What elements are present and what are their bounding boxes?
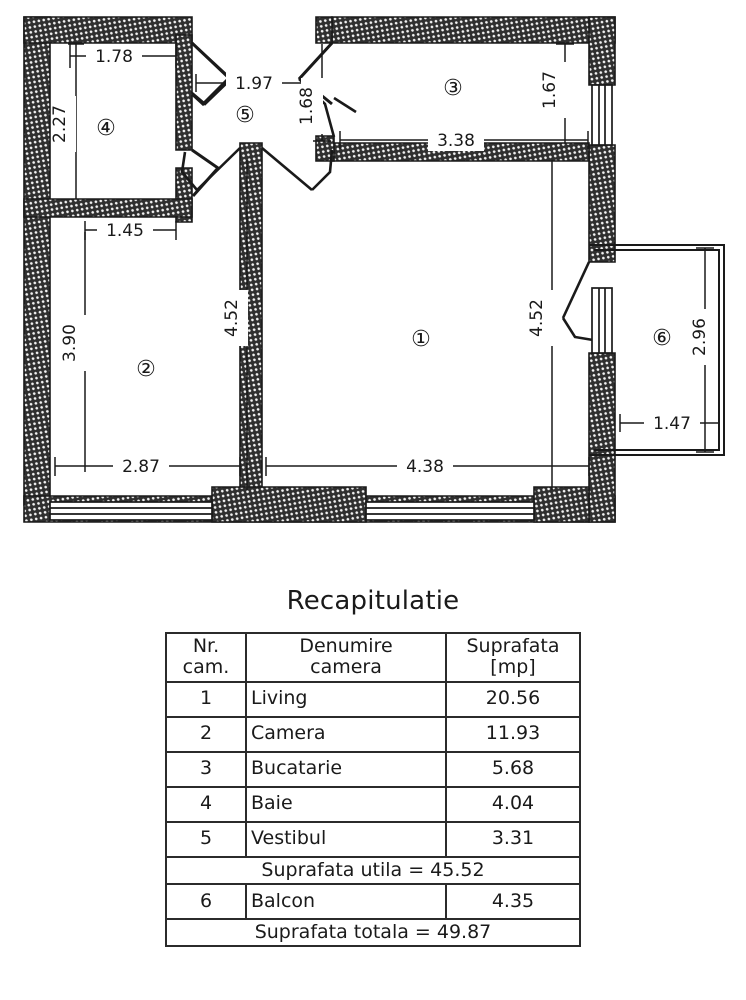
room-marker-6: ⑥ (652, 326, 672, 351)
recap-table: Nr. cam. Denumire camera Suprafata [mp] … (165, 632, 581, 948)
row-nr: 6 (165, 882, 247, 920)
wall-bathroom-right-upper (175, 34, 193, 151)
row-area: 3.31 (445, 820, 581, 858)
window-room2 (49, 501, 213, 521)
door-leaf-kitchen (298, 42, 333, 80)
row-name: Bucatarie (245, 750, 447, 788)
door-swing-living (311, 149, 334, 191)
room-marker-5: ⑤ (235, 103, 255, 128)
table-row: 5 Vestibul 3.31 (165, 820, 581, 858)
dim-1-78: 1.78 (95, 47, 133, 67)
recap-table-body: 1 Living 20.56 2 Camera 11.93 3 Bucatari… (165, 680, 581, 948)
window-kitchen (591, 84, 613, 146)
window-group (49, 84, 613, 521)
wall-bathroom-bottom (23, 198, 193, 218)
row-nr: 5 (165, 820, 247, 858)
table-row: 2 Camera 11.93 (165, 715, 581, 753)
balcony-outline (589, 244, 725, 456)
header-area-line1: Suprafata (466, 635, 560, 657)
recap-title: Recapitulatie (286, 586, 460, 616)
dim-1-45: 1.45 (106, 221, 144, 241)
door-detail-vestibule-right (333, 96, 357, 114)
wall-group (23, 16, 616, 523)
row-name: Camera (245, 715, 447, 753)
dim-4-52-right: 4.52 (527, 299, 547, 337)
floor-plan-drawing: 1.78 2.27 1.97 1.68 1.67 3.38 1.45 3.90 … (0, 0, 746, 545)
wall-exterior-left (23, 16, 51, 506)
row-nr: 3 (165, 750, 247, 788)
table-row: 1 Living 20.56 (165, 680, 581, 718)
dim-1-97: 1.97 (235, 74, 273, 94)
row-name: Vestibul (245, 820, 447, 858)
row-area: 11.93 (445, 715, 581, 753)
header-denumire: Denumire camera (245, 632, 447, 683)
total-area: Suprafata totala = 49.87 (165, 917, 581, 948)
row-nr: 2 (165, 715, 247, 753)
header-area-line2: [mp] (490, 656, 536, 679)
header-name-line2: camera (310, 656, 382, 679)
dimension-labels: 1.78 2.27 1.97 1.68 1.67 3.38 1.45 3.90 … (50, 45, 716, 477)
door-group (180, 42, 600, 343)
subtotal-row: Suprafata utila = 45.52 (165, 855, 581, 885)
header-name-line1: Denumire (299, 635, 393, 657)
header-nr-line1: Nr. (192, 635, 220, 657)
wall-bottom-pier (211, 486, 367, 523)
room-marker-1: ① (411, 327, 431, 352)
door-leaf-balcony (561, 261, 591, 319)
wall-exterior-top-right (331, 16, 616, 44)
row-area: 4.35 (445, 882, 581, 920)
table-row: 3 Bucatarie 5.68 (165, 750, 581, 788)
dim-2-87: 2.87 (122, 457, 160, 477)
row-area: 20.56 (445, 680, 581, 718)
room-number-markers: ① ② ③ ④ ⑤ ⑥ (96, 76, 672, 382)
table-row-balcony: 6 Balcon 4.35 (165, 882, 581, 920)
dim-1-67: 1.67 (540, 71, 560, 109)
row-nr: 1 (165, 680, 247, 718)
wall-exterior-right-lower (588, 352, 616, 523)
recapitulation-section: Recapitulatie Nr. cam. Denumire camera S… (0, 560, 746, 948)
table-header-row: Nr. cam. Denumire camera Suprafata [mp] (165, 632, 581, 683)
room-marker-3: ③ (443, 76, 463, 101)
window-balcony-door (591, 287, 613, 354)
header-nr-cam: Nr. cam. (165, 632, 247, 683)
dim-1-47: 1.47 (653, 414, 691, 434)
row-area: 4.04 (445, 785, 581, 823)
door-leaf-living (261, 147, 313, 191)
dim-2-96: 2.96 (690, 318, 710, 356)
dim-3-90: 3.90 (60, 324, 80, 362)
floor-plan: 1.78 2.27 1.97 1.68 1.67 3.38 1.45 3.90 … (0, 0, 746, 545)
door-swing-balcony (561, 317, 600, 343)
row-name: Balcon (245, 882, 447, 920)
plan-background (0, 0, 746, 545)
row-area: 5.68 (445, 750, 581, 788)
window-living (365, 501, 535, 521)
header-nr-line2: cam. (182, 656, 230, 679)
row-name: Living (245, 680, 447, 718)
subtotal-usable-area: Suprafata utila = 45.52 (165, 855, 581, 885)
dim-4-52-left: 4.52 (222, 299, 242, 337)
recap-table-head: Nr. cam. Denumire camera Suprafata [mp] (165, 632, 581, 683)
room-marker-2: ② (136, 357, 156, 382)
door-leaf-bathroom (191, 42, 232, 80)
wall-exterior-right-upper (588, 16, 616, 86)
row-nr: 4 (165, 785, 247, 823)
wall-kitchen-left-jamb (315, 16, 333, 44)
header-suprafata: Suprafata [mp] (445, 632, 581, 683)
door-swing-room2 (180, 151, 198, 191)
door-swing-bathroom (191, 78, 232, 106)
dim-4-38: 4.38 (406, 457, 444, 477)
table-row: 4 Baie 4.04 (165, 785, 581, 823)
total-row: Suprafata totala = 49.87 (165, 917, 581, 948)
door-leaf-room2 (196, 147, 241, 191)
dim-3-38: 3.38 (437, 131, 475, 151)
row-name: Baie (245, 785, 447, 823)
dim-2-27: 2.27 (50, 105, 70, 143)
wall-kitchen-door-jamb (315, 135, 335, 162)
room-marker-4: ④ (96, 116, 116, 141)
dim-1-68: 1.68 (297, 87, 317, 125)
wall-exterior-top-left (23, 16, 193, 44)
wall-bottom-pier-right (533, 486, 590, 523)
